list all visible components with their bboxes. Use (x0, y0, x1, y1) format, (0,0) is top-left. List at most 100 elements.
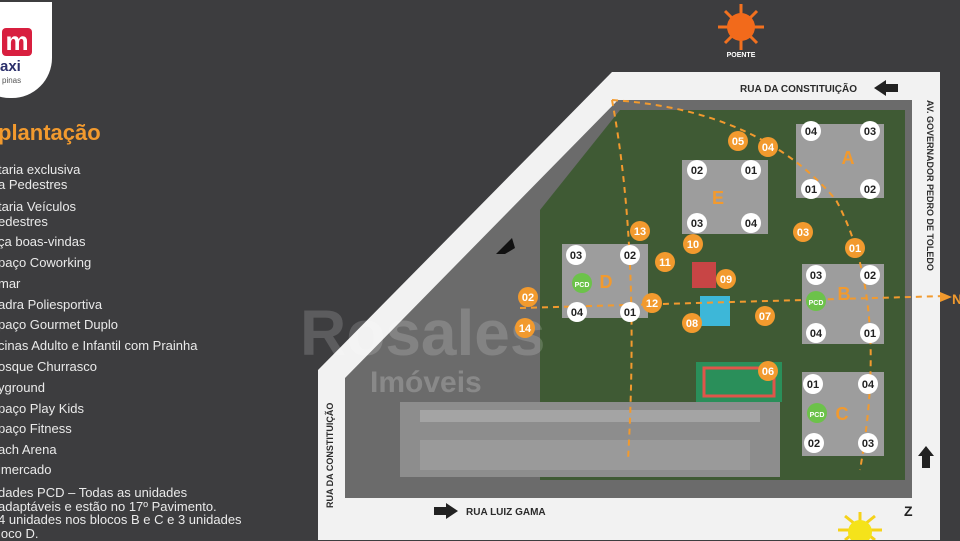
logo-mark: m (2, 28, 32, 56)
svg-text:02: 02 (808, 438, 820, 450)
street-top: RUA DA CONSTITUIÇÃO (740, 82, 857, 95)
legend-item: osque Churrasco (0, 359, 97, 374)
svg-text:10: 10 (687, 239, 699, 251)
unit-marker: 04 (806, 323, 826, 343)
amenity-marker: 10 (683, 234, 703, 254)
svg-text:04: 04 (745, 218, 758, 230)
svg-text:01: 01 (807, 379, 819, 391)
arrow-right-icon (434, 503, 458, 519)
parking-lane (420, 440, 750, 470)
logo-brand: axi (0, 58, 21, 75)
svg-text:03: 03 (810, 270, 822, 282)
svg-text:09: 09 (720, 274, 732, 286)
street-right: AV. GOVERNADOR PEDRO DE TOLEDO (925, 100, 935, 271)
svg-text:05: 05 (732, 136, 744, 148)
svg-text:01: 01 (624, 307, 636, 319)
court-lines (702, 366, 776, 398)
unit-marker: 01 (801, 179, 821, 199)
svg-text:PCD: PCD (575, 282, 590, 289)
unit-marker: 03 (687, 213, 707, 233)
amenity-marker: 04 (758, 137, 778, 157)
svg-text:PCD: PCD (810, 412, 825, 419)
legend-item: paço Coworking (0, 255, 92, 270)
orientation-line (519, 295, 946, 309)
amenity-marker: 02 (518, 287, 538, 307)
amenity-marker: 09 (716, 269, 736, 289)
svg-text:PCD: PCD (809, 300, 824, 307)
svg-text:03: 03 (862, 438, 874, 450)
brand-logo: m axi pinas (0, 2, 52, 98)
orientation-arrow (940, 292, 952, 302)
pcd-marker: PCD (806, 291, 826, 311)
page-title: plantação (0, 120, 101, 145)
svg-text:02: 02 (624, 250, 636, 262)
legend-item: cinas Adulto e Infantil com Prainha (0, 338, 198, 353)
legend-item: a Pedestres (0, 177, 68, 192)
sunrise-icon (838, 512, 882, 540)
svg-text:02: 02 (522, 292, 534, 304)
legend-item: taria exclusiva (0, 162, 81, 177)
note-line: adaptáveis e estão no 17º Pavimento. (0, 498, 217, 514)
note-line: 4 unidades nos blocos B e C e 3 unidades (0, 512, 242, 527)
note-line: loco D. (0, 525, 39, 541)
svg-text:04: 04 (805, 126, 818, 138)
unit-marker: 03 (566, 245, 586, 265)
unit-marker: 04 (801, 121, 821, 141)
svg-text:01: 01 (849, 243, 861, 255)
watermark-line2: Imóveis (370, 366, 482, 399)
unit-marker: 01 (620, 302, 640, 322)
svg-text:01: 01 (805, 184, 817, 196)
note-line: dades PCD – Todas as unidades (0, 485, 188, 500)
svg-text:01: 01 (864, 328, 876, 340)
pool (700, 296, 730, 326)
svg-text:04: 04 (810, 328, 823, 340)
unit-marker: 01 (803, 374, 823, 394)
block-d-label: D (600, 272, 613, 292)
compass-symbol-icon: Z (904, 503, 913, 519)
unit-marker: 02 (804, 433, 824, 453)
unit-marker: 02 (860, 179, 880, 199)
street-left: RUA DA CONSTITUIÇÃO (325, 403, 335, 508)
svg-text:11: 11 (659, 257, 671, 269)
svg-text:04: 04 (762, 142, 775, 154)
block-e-label: E (712, 188, 724, 208)
block-c-label: C (836, 404, 849, 424)
svg-text:03: 03 (691, 218, 703, 230)
logo-city: pinas (2, 76, 22, 85)
pcd-marker: PCD (807, 403, 827, 423)
svg-text:12: 12 (646, 298, 658, 310)
unit-marker: 02 (860, 265, 880, 285)
svg-text:04: 04 (862, 379, 875, 391)
svg-text:03: 03 (570, 250, 582, 262)
legend-item: ça boas-vindas (0, 234, 86, 249)
parking-lane (420, 410, 760, 422)
amenity-marker: 08 (682, 313, 702, 333)
svg-text:03: 03 (797, 227, 809, 239)
compass-north: N (952, 291, 960, 307)
unit-marker: 02 (620, 245, 640, 265)
unit-marker: 03 (858, 433, 878, 453)
svg-text:14: 14 (519, 323, 532, 335)
playground-area (692, 262, 716, 288)
unit-marker: 03 (860, 121, 880, 141)
unit-marker: 04 (741, 213, 761, 233)
watermark-line1: Rosales (300, 297, 545, 369)
unit-marker: 02 (687, 160, 707, 180)
svg-text:06: 06 (762, 366, 774, 378)
entrance-arrow-icon (496, 238, 515, 254)
sun-label: POENTE (727, 52, 756, 59)
legend-item: paço Gourmet Duplo (0, 317, 118, 332)
legend-item: taria Veículos (0, 199, 77, 214)
unit-marker: 04 (567, 302, 587, 322)
pcd-note: dades PCD – Todas as unidades adaptáveis… (0, 486, 278, 540)
building-b (802, 264, 884, 344)
arrow-up-icon (918, 446, 934, 468)
svg-text:07: 07 (759, 311, 771, 323)
unit-marker: 03 (806, 265, 826, 285)
legend-item: yground (0, 380, 45, 395)
svg-text:02: 02 (864, 270, 876, 282)
amenity-marker: 06 (758, 361, 778, 381)
